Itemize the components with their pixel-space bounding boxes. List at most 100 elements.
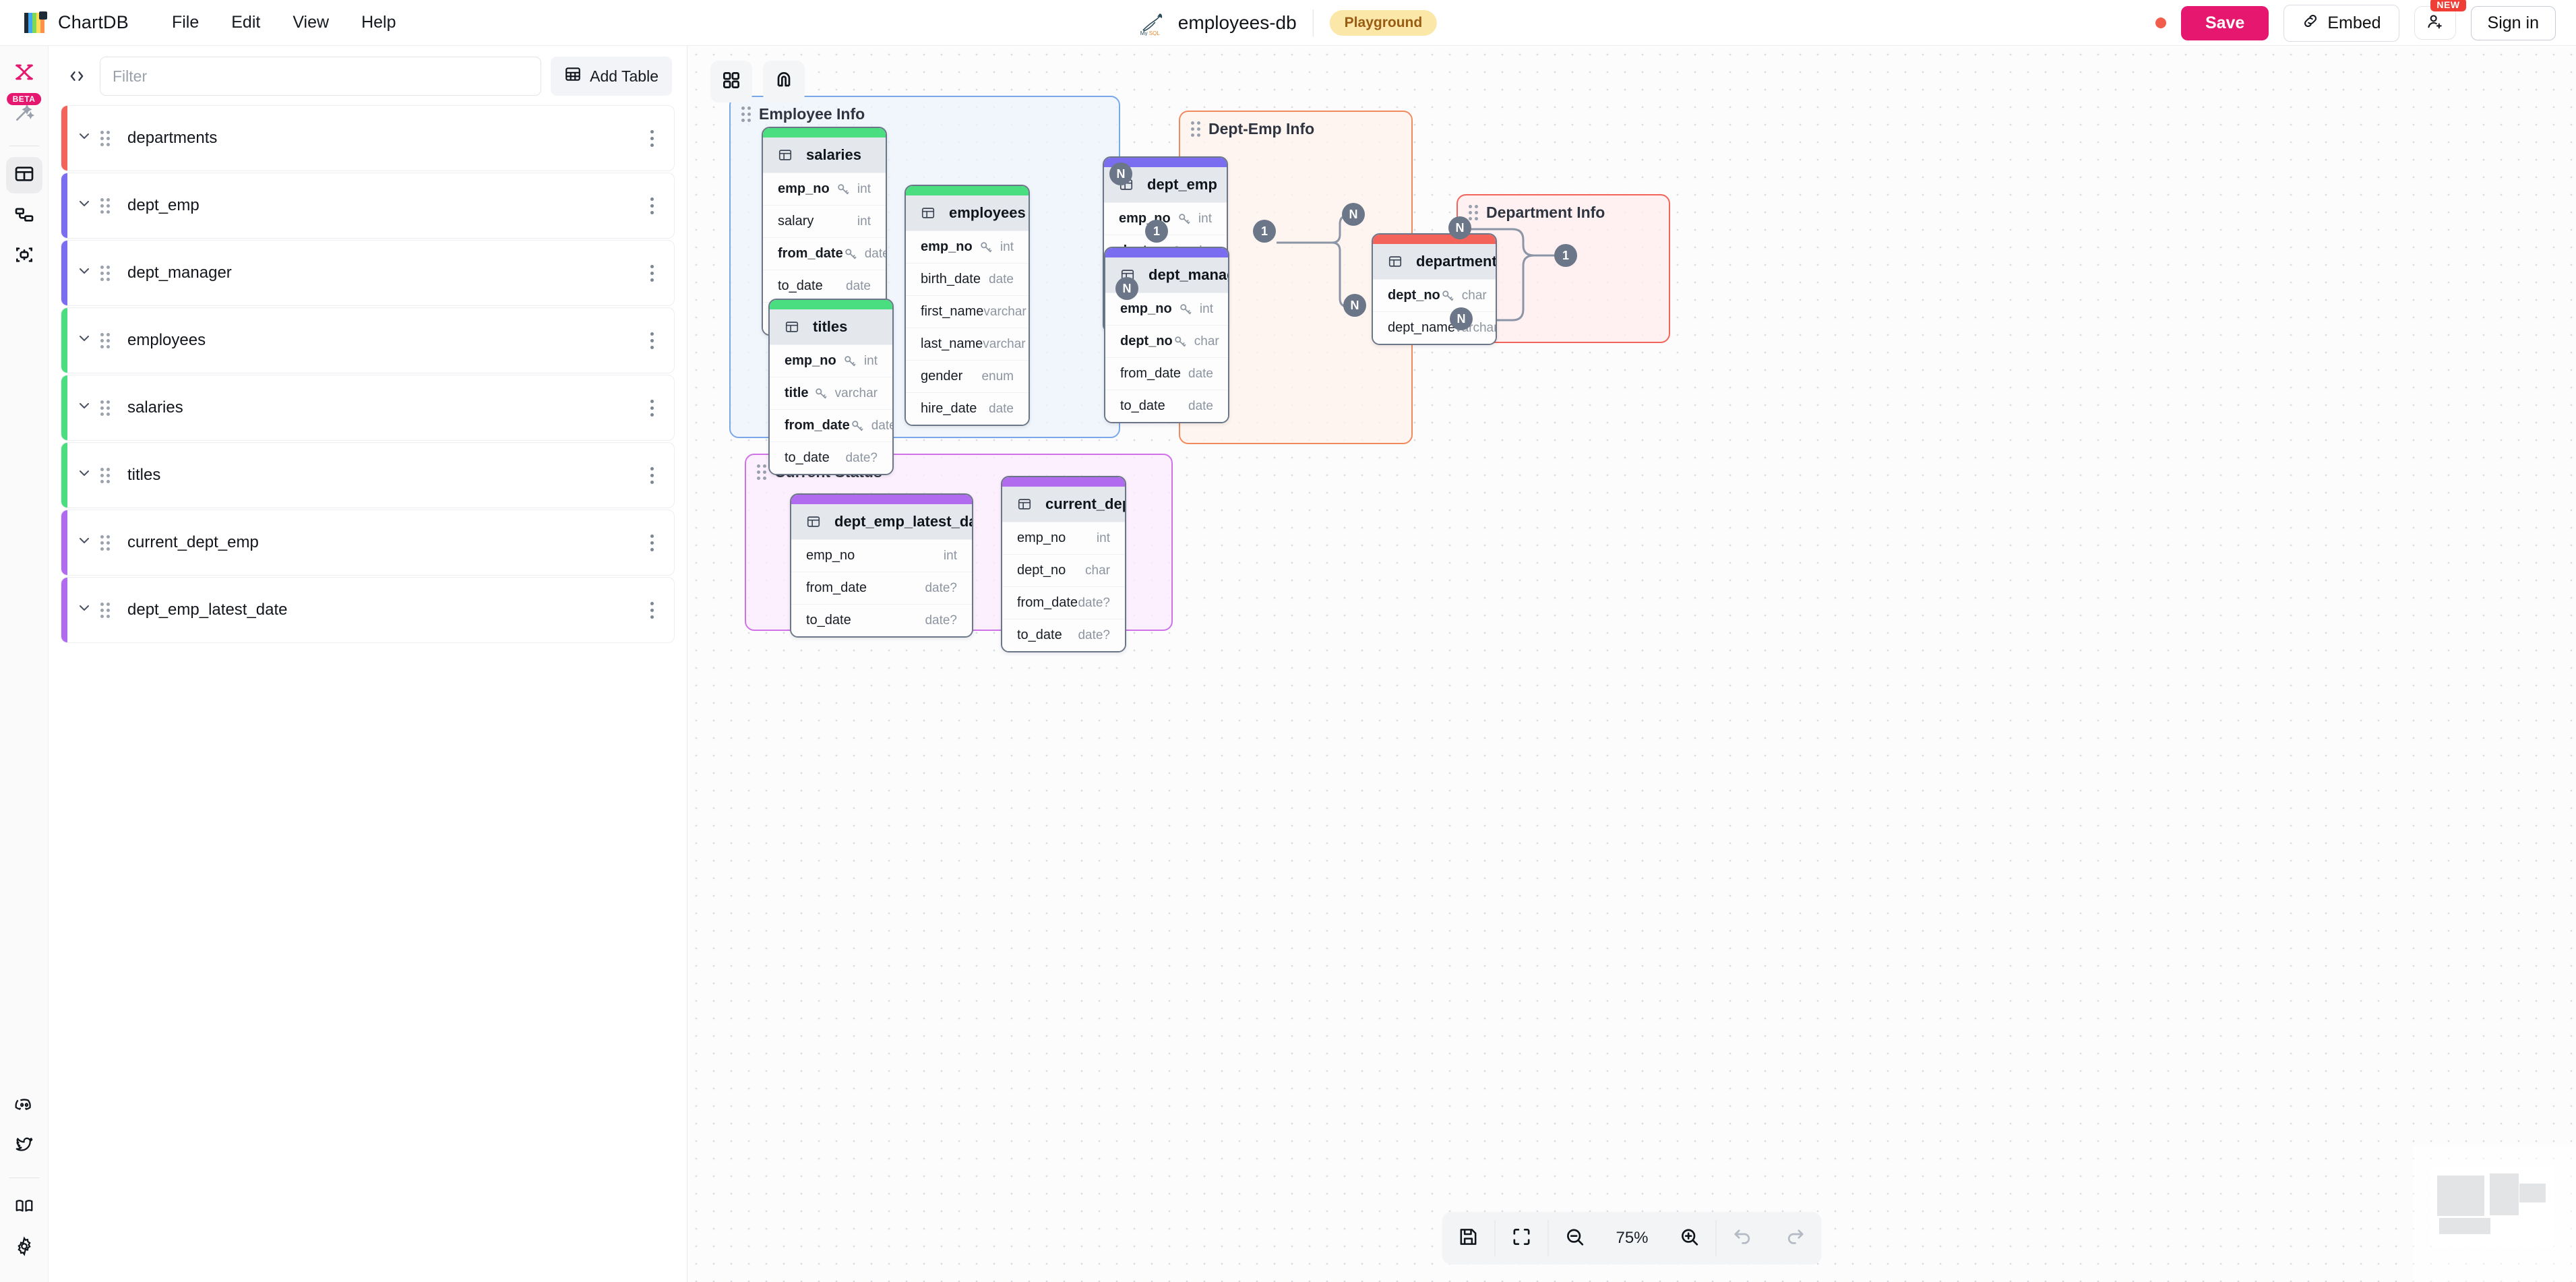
menu-view[interactable]: View xyxy=(293,13,330,32)
menu-edit[interactable]: Edit xyxy=(231,13,261,32)
sidebar-table-row[interactable]: current_dept_emp xyxy=(61,510,675,576)
more-options-icon[interactable] xyxy=(650,332,654,349)
table-card[interactable]: dept_manageremp_nointdept_nocharfrom_dat… xyxy=(1104,247,1229,423)
drag-handle-icon[interactable] xyxy=(100,602,110,618)
rail-twitter[interactable] xyxy=(6,1128,42,1164)
chevron-down-icon[interactable] xyxy=(76,398,94,418)
menu-help[interactable]: Help xyxy=(361,13,396,32)
more-options-icon[interactable] xyxy=(650,197,654,214)
layout-grid-icon-button[interactable] xyxy=(710,61,752,102)
account-button[interactable]: NEW xyxy=(2414,0,2466,40)
drag-handle-icon[interactable] xyxy=(100,535,110,551)
more-options-icon[interactable] xyxy=(650,399,654,417)
sidebar-table-row[interactable]: employees xyxy=(61,307,675,373)
chevron-down-icon[interactable] xyxy=(76,263,94,283)
chevron-down-icon[interactable] xyxy=(76,532,94,553)
rail-dependencies[interactable] xyxy=(6,238,42,274)
magnet-snap-button[interactable] xyxy=(763,61,805,102)
more-options-icon[interactable] xyxy=(650,129,654,147)
sidebar-table-row[interactable]: dept_emp_latest_date xyxy=(61,577,675,643)
zoom-in-button[interactable] xyxy=(1663,1212,1716,1264)
table-card[interactable]: dept_emp_latest_dateemp_nointfrom_dateda… xyxy=(790,493,973,638)
table-card-header[interactable]: salaries xyxy=(763,138,886,173)
chevron-down-icon[interactable] xyxy=(76,465,94,485)
save-diagram-button[interactable] xyxy=(1442,1212,1495,1264)
drag-handle-icon[interactable] xyxy=(100,332,110,348)
table-card-header[interactable]: dept_emp_latest_date xyxy=(791,504,972,539)
undo-button[interactable] xyxy=(1717,1212,1769,1264)
chevron-down-icon[interactable] xyxy=(76,195,94,216)
save-button[interactable]: Save xyxy=(2180,5,2269,40)
zoom-out-button[interactable] xyxy=(1549,1212,1601,1264)
sidebar-table-row[interactable]: departments xyxy=(61,105,675,171)
table-card[interactable]: current_dept_empemp_nointdept_nocharfrom… xyxy=(1001,476,1126,652)
rail-relationships[interactable] xyxy=(6,197,42,234)
drag-handle-icon[interactable] xyxy=(100,467,110,483)
zoom-level-label[interactable]: 75% xyxy=(1616,1229,1649,1247)
add-table-button[interactable]: Add Table xyxy=(551,57,672,96)
more-options-icon[interactable] xyxy=(650,601,654,619)
minimap[interactable] xyxy=(2413,1146,2576,1282)
chevron-down-icon[interactable] xyxy=(76,330,94,350)
fit-to-screen-button[interactable] xyxy=(1496,1212,1548,1264)
drag-handle-icon[interactable] xyxy=(100,265,110,281)
sign-in-button[interactable]: Sign in xyxy=(2470,5,2556,40)
more-options-icon[interactable] xyxy=(650,466,654,484)
embed-button[interactable]: Embed xyxy=(2283,4,2399,42)
rail-tables[interactable] xyxy=(5,157,42,193)
sidebar-table-row[interactable]: dept_manager xyxy=(61,240,675,306)
page-title[interactable]: employees-db xyxy=(1177,11,1297,33)
code-brackets-icon[interactable] xyxy=(63,63,90,90)
rail-discord[interactable] xyxy=(6,1087,42,1124)
drag-handle-icon[interactable] xyxy=(100,400,110,416)
drag-handle-icon[interactable] xyxy=(100,197,110,214)
table-card-header[interactable]: current_dept_emp xyxy=(1002,487,1125,522)
chevron-down-icon[interactable] xyxy=(76,128,94,148)
drag-handle-icon[interactable] xyxy=(757,464,766,480)
more-options-icon[interactable] xyxy=(650,534,654,551)
drag-handle-icon[interactable] xyxy=(741,106,751,122)
chevron-down-icon[interactable] xyxy=(76,600,94,620)
rail-chartdb-logo[interactable] xyxy=(6,55,42,92)
rail-ai-magic[interactable]: BETA xyxy=(6,93,42,132)
more-options-icon[interactable] xyxy=(650,264,654,282)
table-card-header[interactable]: titles xyxy=(770,309,892,344)
sidebar-table-row[interactable]: titles xyxy=(61,442,675,508)
rail-settings[interactable] xyxy=(6,1229,42,1266)
filter-input[interactable] xyxy=(100,57,542,96)
menu-file[interactable]: File xyxy=(171,13,200,32)
redo-button[interactable] xyxy=(1769,1212,1822,1264)
drag-handle-icon[interactable] xyxy=(1191,121,1200,137)
rail-docs[interactable] xyxy=(6,1189,42,1225)
sidebar-table-row[interactable]: salaries xyxy=(61,375,675,441)
sidebar-table-row[interactable]: dept_emp xyxy=(61,173,675,239)
